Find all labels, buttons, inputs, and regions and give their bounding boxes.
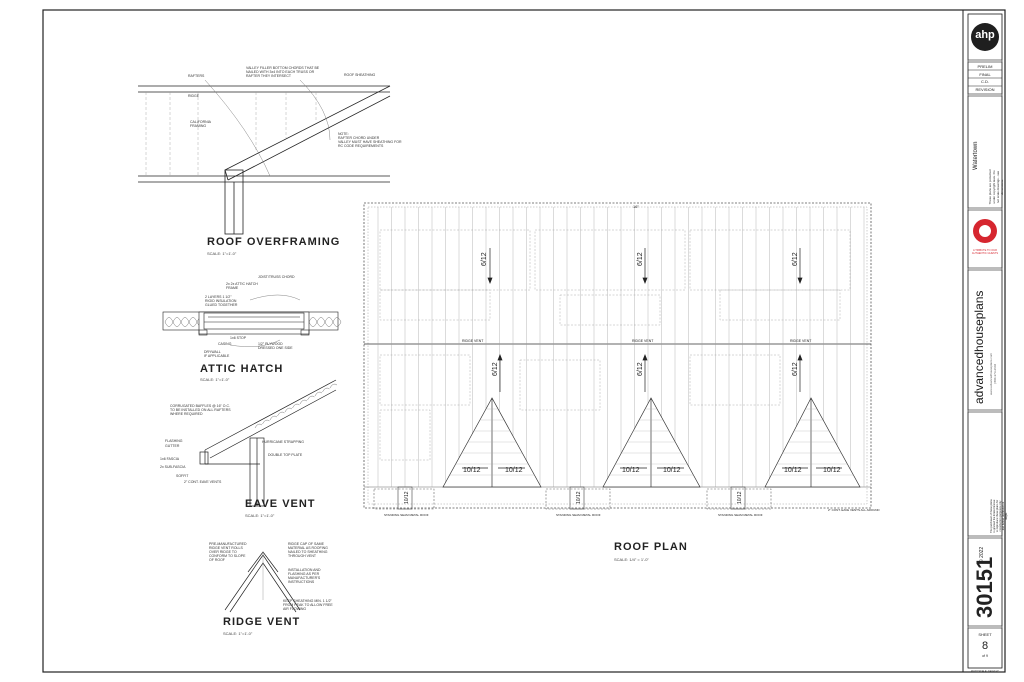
standing-seam-2: STANDING SEAM METAL ROOF — [556, 513, 601, 517]
project-name: Watertown — [973, 141, 979, 170]
note-cont-vents: 2" CONT. EAVE VENTS — [184, 480, 222, 484]
gable-slope-right-2: 10/12 — [663, 467, 681, 474]
ridge-vent-title: RIDGE VENT — [223, 616, 301, 628]
note-california: CALIFORNIA FRAMING — [190, 120, 212, 128]
note-fascia: 1x6 FASCIA — [160, 457, 180, 461]
attic-hatch-detail — [162, 294, 342, 347]
revision-cd: C.D. — [981, 79, 989, 84]
slope-label-lower-3: 6/12 — [792, 362, 799, 376]
porch-slope-1: 10/12 — [404, 491, 410, 504]
plot-scale-footer: PLOT SCALE: 1/4"=1'-0" — [971, 670, 999, 673]
note-premanufactured: PRE-MANUFACTURED RIDGE VENT ROLLS OVER R… — [209, 542, 247, 562]
gable-slope-left-3: 10/12 — [784, 467, 802, 474]
note-rafter-chord: NOTE: RAFTER CHORD UNDER VALLEY MUST HAV… — [338, 132, 402, 148]
revision-label: REVISION — [975, 87, 995, 92]
roof-plan — [363, 202, 872, 510]
badge-text: A TRIBUTE TO OUR AUTHENTIC GUESTS — [971, 249, 999, 255]
revision-final: FINAL — [979, 72, 991, 77]
note-ridge-cap: RIDGE CAP OF SAME MATERIAL AS ROOFING NA… — [288, 542, 328, 558]
sheet-number: 8 — [981, 640, 989, 652]
gable-slope-left-1: 10/12 — [463, 467, 481, 474]
note-subfascia: 2x SUB-FASCIA — [160, 465, 186, 469]
slope-label-upper-3: 6/12 — [792, 252, 799, 266]
slope-label-lower-1: 6/12 — [492, 362, 499, 376]
title-block — [967, 13, 1003, 669]
note-casing: CASING — [218, 342, 232, 346]
note-install: INSTALLATION AND FLASHING AS PER MANUFAC… — [288, 568, 321, 584]
roof-overframing-title: ROOF OVERFRAMING — [207, 236, 341, 248]
hip-mark: 16" — [633, 204, 639, 209]
note-rafters: RAFTERS — [188, 74, 205, 78]
ridge-vent-label-2: RIDGE VENT — [632, 339, 654, 343]
roof-overframing-detail — [138, 79, 391, 235]
note-gutter: GUTTER — [165, 444, 180, 448]
brand-sub: www.advancedhouseplans.com | 800-373-264… — [989, 352, 997, 395]
eave-vent-scale: SCALE: 1"=1'-0" — [245, 513, 275, 518]
ridge-vent-label-1: RIDGE VENT — [462, 339, 484, 343]
note-ridge: RIDGE — [188, 94, 200, 98]
note-plywood: 1/2" PLYWOOD DRESSED ONE SIDE — [258, 342, 293, 350]
ahp-logo: ahp — [975, 29, 995, 41]
note-flashing: FLASHING — [165, 439, 183, 443]
attic-hatch-scale: SCALE: 1"=1'-0" — [200, 377, 230, 382]
cont-eave-vents-label: 2" CONT. EAVE VENTS ALL AROUND — [828, 508, 880, 512]
sheet-of: of 9 — [982, 654, 988, 658]
attic-hatch-title: ATTIC HATCH — [200, 363, 284, 375]
eave-vent-detail — [199, 379, 338, 507]
note-layers: 2 LAYERS 1 1/2" RIGID INSULATION GLUED T… — [205, 295, 238, 307]
brand-name: advancedhouseplans — [972, 290, 986, 404]
slope-label-lower-2: 6/12 — [637, 362, 644, 376]
note-hurricane: HURRICANE STRAPPING — [262, 440, 305, 444]
note-stop: 1x6 STOP — [230, 336, 247, 340]
side-note: These plans are protected under copyrigh… — [988, 169, 1004, 205]
porch-slope-3: 10/12 — [737, 491, 743, 504]
ridge-vent-label-3: RIDGE VENT — [790, 339, 812, 343]
gable-slope-left-2: 10/12 — [622, 467, 640, 474]
gable-slope-right-1: 10/12 — [505, 467, 523, 474]
roof-overframing-scale: SCALE: 1"=1'-0" — [207, 251, 237, 256]
standing-seam-3: STANDING SEAM METAL ROOF — [718, 513, 763, 517]
note-top-plate: DOUBLE TOP PLATE — [268, 453, 303, 457]
ridge-vent-detail — [224, 551, 301, 613]
roof-plan-title: ROOF PLAN — [614, 541, 688, 553]
note-keep: KEEP SHEATHING MIN. 1 1/2" FROM PEAK TO … — [283, 599, 333, 611]
slope-arrows — [462, 248, 842, 469]
note-valley: VALLEY FILLER BOTTOM CHORDS THAT BE NAIL… — [246, 66, 320, 78]
plan-number: 30151 — [972, 556, 997, 618]
eave-vent-title: EAVE VENT — [245, 498, 316, 510]
note-drywall: DRYWALL IF APPLICABLE — [204, 350, 230, 358]
note-hatch-frame: 2x 2x ATTIC HATCH FRAME — [226, 282, 258, 290]
slope-label-upper-2: 6/12 — [637, 252, 644, 266]
sheet-label: SHEET — [978, 632, 992, 637]
ridge-vent-scale: SCALE: 1"=1'-0" — [223, 631, 253, 636]
sheet-border — [42, 9, 1006, 673]
note-baffles: CORRUGATED BAFFLES @ 16" O.C. TO BE INST… — [170, 404, 231, 416]
note-sheathing: ROOF SHEATHING — [344, 73, 376, 77]
note-soffit: SOFFIT — [176, 474, 189, 478]
legal-text: The purchaser of these plans is granted … — [990, 499, 1008, 533]
standing-seam-1: STANDING SEAM METAL ROOF — [384, 513, 429, 517]
gable-slope-right-3: 10/12 — [823, 467, 841, 474]
roof-plan-scale: SCALE: 1/4" = 1'-0" — [614, 557, 649, 562]
porch-slope-2: 10/12 — [576, 491, 582, 504]
revision-prelim: PRELIM — [977, 64, 993, 69]
plan-slope-labels: 6/12 6/12 6/12 6/12 6/12 6/12 10/12 10/1… — [384, 204, 880, 517]
slope-label-upper-1: 6/12 — [481, 252, 488, 266]
note-joist: JOIST/TRUSS CHORD — [258, 275, 295, 279]
